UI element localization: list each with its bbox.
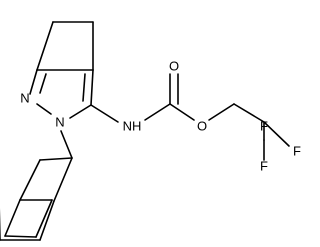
atom-label-layer: N N NH O O F F F: [20, 59, 301, 174]
atom-o-ester: O: [197, 119, 207, 134]
bond-ph-7: [4, 199, 21, 237]
bond-cp-3: [36, 21, 54, 71]
bond-c-o-ester: [169, 103, 195, 121]
bond-ph-10: [4, 235, 37, 238]
atom-f-top: F: [260, 119, 268, 134]
bond-ch2-cf3: [233, 103, 265, 123]
bond-pz-n-n: [36, 103, 52, 115]
bond-ph-9: [35, 199, 53, 238]
bond-ph-1: [53, 157, 73, 202]
bond-ph-2: [39, 200, 55, 241]
molecule-diagram: N N NH O O F F F: [0, 21, 301, 241]
atom-n-ring: N: [20, 91, 29, 106]
atom-n-ring-phenyl: N: [55, 115, 64, 130]
atom-f-bottom: F: [260, 159, 268, 174]
atom-f-right: F: [293, 144, 301, 159]
bond-o-ch2: [208, 103, 235, 121]
bond-pz-c3-c3a-double: [82, 73, 86, 102]
atom-nh: NH: [123, 119, 142, 134]
bond-nh-c: [144, 103, 171, 121]
bond-pz-c3a-n-double: [39, 73, 47, 94]
bond-pz-c3a-n: [29, 69, 38, 95]
atom-o-carbonyl: O: [169, 59, 179, 74]
bond-ph-5: [39, 157, 73, 161]
bond-c3-nh: [90, 104, 119, 123]
bond-pz-n-c3: [69, 104, 92, 119]
bond-pz-c3-c3a: [90, 69, 94, 106]
bond-layer: [0, 21, 290, 241]
bond-c-f-right: [263, 121, 290, 147]
bond-n-phenyl: [60, 130, 73, 159]
bond-ph-6: [19, 159, 41, 201]
